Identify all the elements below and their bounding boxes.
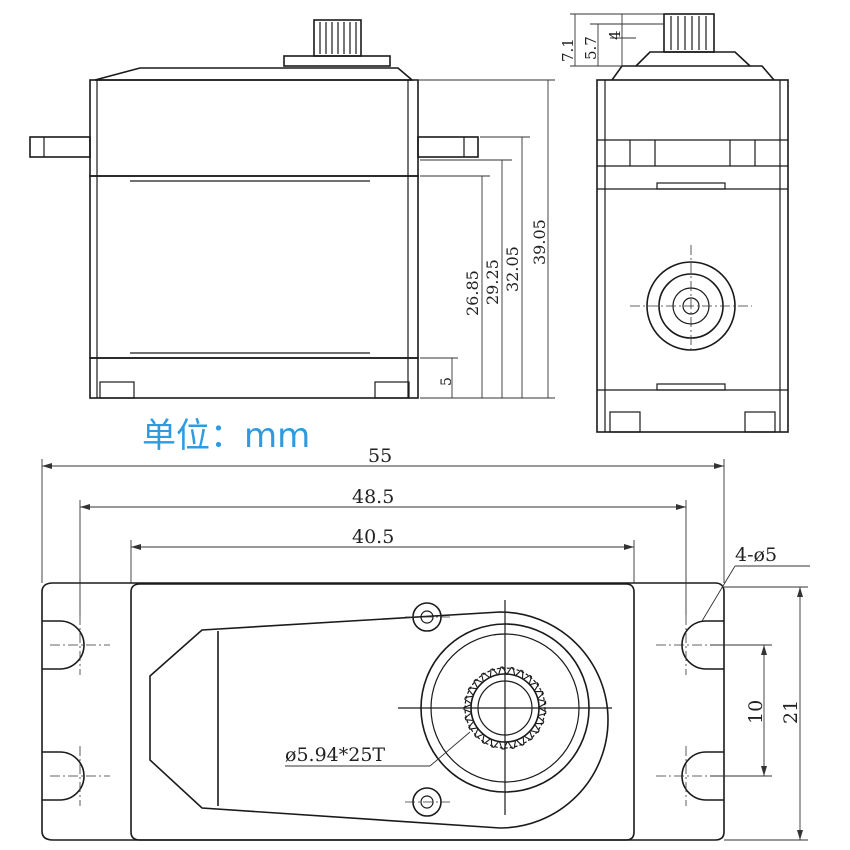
top-view: 55 48.5 40.5 10 21 4-ø5 ø5.94*25T bbox=[41, 445, 810, 841]
front-dim-39-05: 39.05 bbox=[530, 219, 549, 265]
front-dim-5: 5 bbox=[439, 377, 455, 386]
front-view: 5 26.85 29.25 32.05 39.05 bbox=[29, 19, 555, 399]
spline-callout: ø5.94*25T bbox=[285, 744, 385, 766]
unit-label: 单位：mm bbox=[142, 416, 311, 456]
front-dim-26-85: 26.85 bbox=[463, 270, 482, 316]
side-view: 7.1 5.7 4 bbox=[559, 13, 789, 433]
top-dim-10: 10 bbox=[745, 700, 767, 724]
hole-callout: 4-ø5 bbox=[735, 544, 777, 566]
front-dim-29-25: 29.25 bbox=[483, 259, 502, 305]
spline-teeth-outline bbox=[463, 666, 547, 750]
top-dim-55: 55 bbox=[368, 445, 392, 467]
top-dim-40-5: 40.5 bbox=[352, 526, 394, 548]
top-dim-48-5: 48.5 bbox=[352, 486, 394, 508]
top-dim-21: 21 bbox=[780, 700, 802, 724]
side-dim-5-7: 5.7 bbox=[582, 36, 600, 60]
front-dim-32-05: 32.05 bbox=[503, 246, 522, 292]
side-dim-7-1: 7.1 bbox=[559, 38, 577, 62]
side-dim-4: 4 bbox=[606, 30, 624, 40]
spline-gear-teeth bbox=[463, 666, 547, 750]
